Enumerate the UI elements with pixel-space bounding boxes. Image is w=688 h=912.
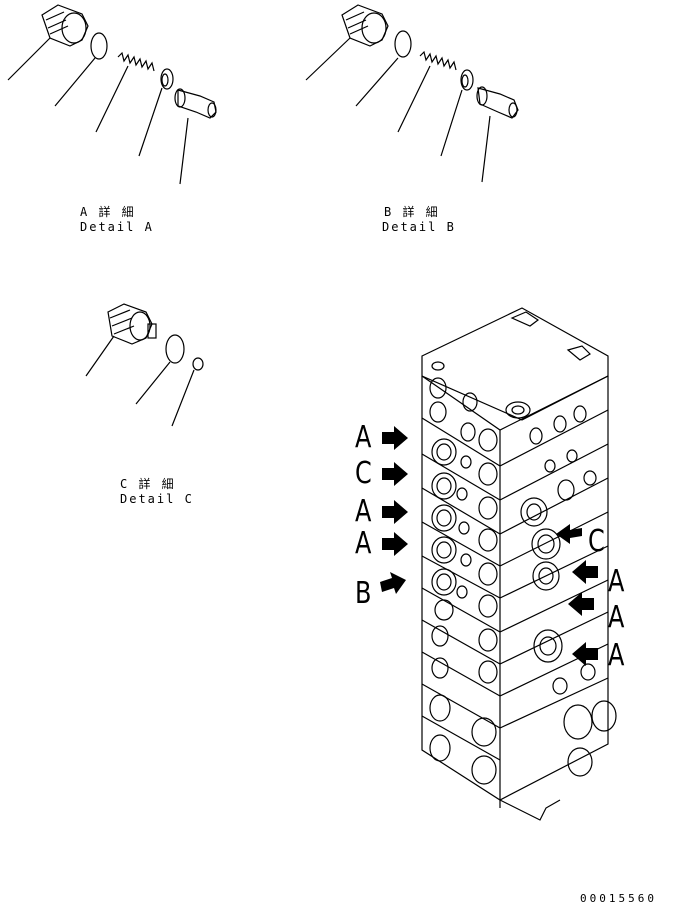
o-ring-part xyxy=(90,32,108,60)
leader-lines-c xyxy=(85,335,195,427)
detail-c-title-jp: C 詳 細 xyxy=(120,477,176,491)
detail-c-title-en: Detail C xyxy=(120,492,194,506)
plug-part xyxy=(41,4,89,47)
detail-a-parts xyxy=(7,4,217,185)
plug-part xyxy=(341,4,389,47)
spring-part xyxy=(419,50,457,71)
o-ring-part xyxy=(165,334,185,364)
callout-letter-right-4: A xyxy=(608,638,625,673)
callout-letter-right-1: C xyxy=(588,524,605,559)
arrow-right-3 xyxy=(568,592,594,616)
callout-letter-left-4: A xyxy=(355,526,372,561)
detail-c-parts xyxy=(85,303,204,427)
detail-b-title-jp: B 詳 細 xyxy=(384,205,440,219)
detail-a-title-jp: A 詳 細 xyxy=(80,205,136,219)
arrow-right-4 xyxy=(572,642,598,666)
drawing-number: 00015560 xyxy=(580,892,657,905)
callout-letter-left-2: C xyxy=(355,456,372,491)
arrow-right-2 xyxy=(572,560,598,584)
poppet-part xyxy=(476,86,519,119)
arrow-left-2 xyxy=(382,462,408,486)
callout-letter-right-2: A xyxy=(608,564,625,599)
ball-part xyxy=(192,357,204,371)
leader-lines-a xyxy=(7,37,189,185)
poppet-part xyxy=(174,88,217,119)
detail-a-title-en: Detail A xyxy=(80,220,154,234)
control-valve-assembly xyxy=(421,307,617,821)
callout-letter-right-3: A xyxy=(608,600,625,635)
o-ring-part xyxy=(394,30,412,58)
callout-letter-left-1: A xyxy=(355,420,372,455)
detail-b-parts xyxy=(305,4,519,183)
detail-b-title-en: Detail B xyxy=(382,220,456,234)
leader-lines-b xyxy=(305,37,491,183)
spring-part xyxy=(117,51,155,72)
left-valve-cartridges xyxy=(431,438,472,621)
arrow-right-1 xyxy=(556,524,582,544)
backup-ring-part xyxy=(160,68,174,90)
arrow-left-3 xyxy=(382,500,408,524)
plug-part xyxy=(107,303,157,345)
callout-letter-left-5: B xyxy=(355,576,372,611)
arrow-left-5 xyxy=(380,572,406,594)
arrow-left-4 xyxy=(382,532,408,556)
arrow-left-1 xyxy=(382,426,408,450)
callout-letter-left-3: A xyxy=(355,494,372,529)
backup-ring-part xyxy=(460,69,474,91)
